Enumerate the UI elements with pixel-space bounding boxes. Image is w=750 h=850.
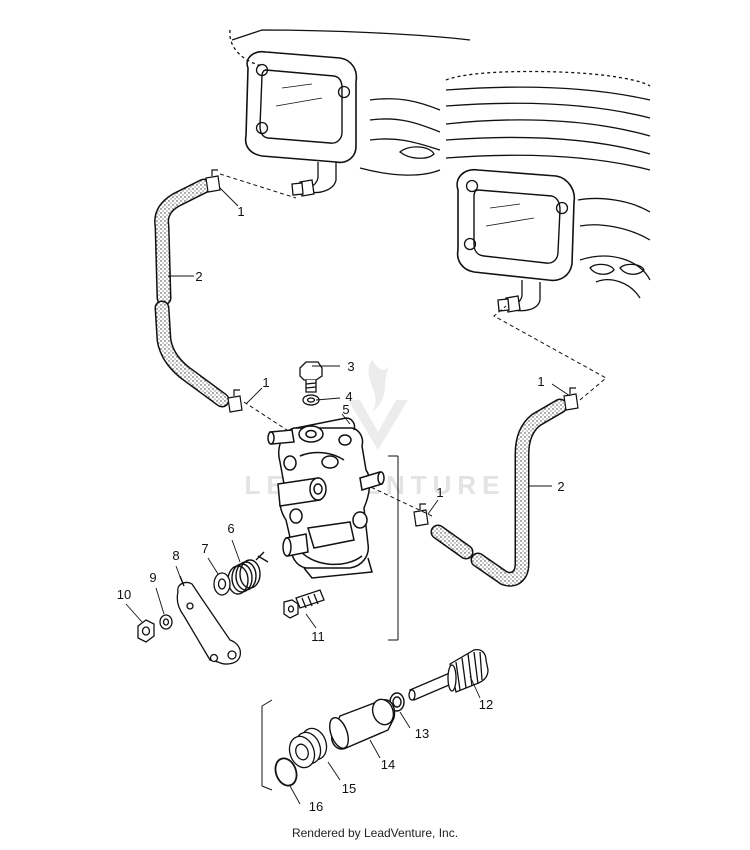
connection-lines xyxy=(219,173,607,517)
callout-8: 8 xyxy=(172,548,179,563)
callout-3: 3 xyxy=(347,359,354,374)
callout-10: 10 xyxy=(117,587,131,602)
callout-1c: 1 xyxy=(537,374,544,389)
callout-2a: 2 xyxy=(195,269,202,284)
callout-6: 6 xyxy=(227,521,234,536)
callout-7: 7 xyxy=(201,541,208,556)
hose-clamp xyxy=(205,169,221,193)
callout-11: 11 xyxy=(311,629,325,644)
hose-clamp xyxy=(563,387,579,411)
callout-4: 4 xyxy=(345,389,352,404)
right-cylinder xyxy=(445,70,651,313)
callout-13: 13 xyxy=(415,726,429,741)
oil-seal xyxy=(288,727,328,769)
callout-2b: 2 xyxy=(557,479,564,494)
callout-5: 5 xyxy=(342,402,349,417)
callout-16: 16 xyxy=(309,799,323,814)
mounting-bolt xyxy=(283,589,325,619)
hex-nut xyxy=(137,619,155,643)
callout-9: 9 xyxy=(149,570,156,585)
left-oil-hose xyxy=(154,178,230,408)
shaft-sleeve xyxy=(329,698,396,750)
left-cylinder xyxy=(229,29,471,197)
hose-clamp xyxy=(413,503,429,527)
render-credit: Rendered by LeadVenture, Inc. xyxy=(291,826,459,840)
lock-washer xyxy=(159,614,173,630)
assembly-bracket xyxy=(261,455,399,791)
oil-pump-body xyxy=(267,417,385,579)
callout-15: 15 xyxy=(342,781,356,796)
pump-washer xyxy=(213,572,231,596)
callout-1b: 1 xyxy=(262,375,269,390)
callout-14: 14 xyxy=(381,757,395,772)
callout-labels: 1 2 3 4 5 1 1 2 1 6 7 8 9 10 11 12 13 14… xyxy=(117,204,565,814)
return-spring xyxy=(227,551,269,595)
leader-lines xyxy=(125,187,571,805)
control-lever xyxy=(176,575,242,665)
o-ring xyxy=(274,757,298,787)
drive-shaft xyxy=(408,648,489,701)
right-oil-hose xyxy=(430,398,568,587)
callout-12: 12 xyxy=(479,697,493,712)
hose-clamp xyxy=(227,389,243,413)
callout-1d: 1 xyxy=(436,485,443,500)
banjo-bolt xyxy=(299,361,323,393)
callout-1a: 1 xyxy=(237,204,244,219)
